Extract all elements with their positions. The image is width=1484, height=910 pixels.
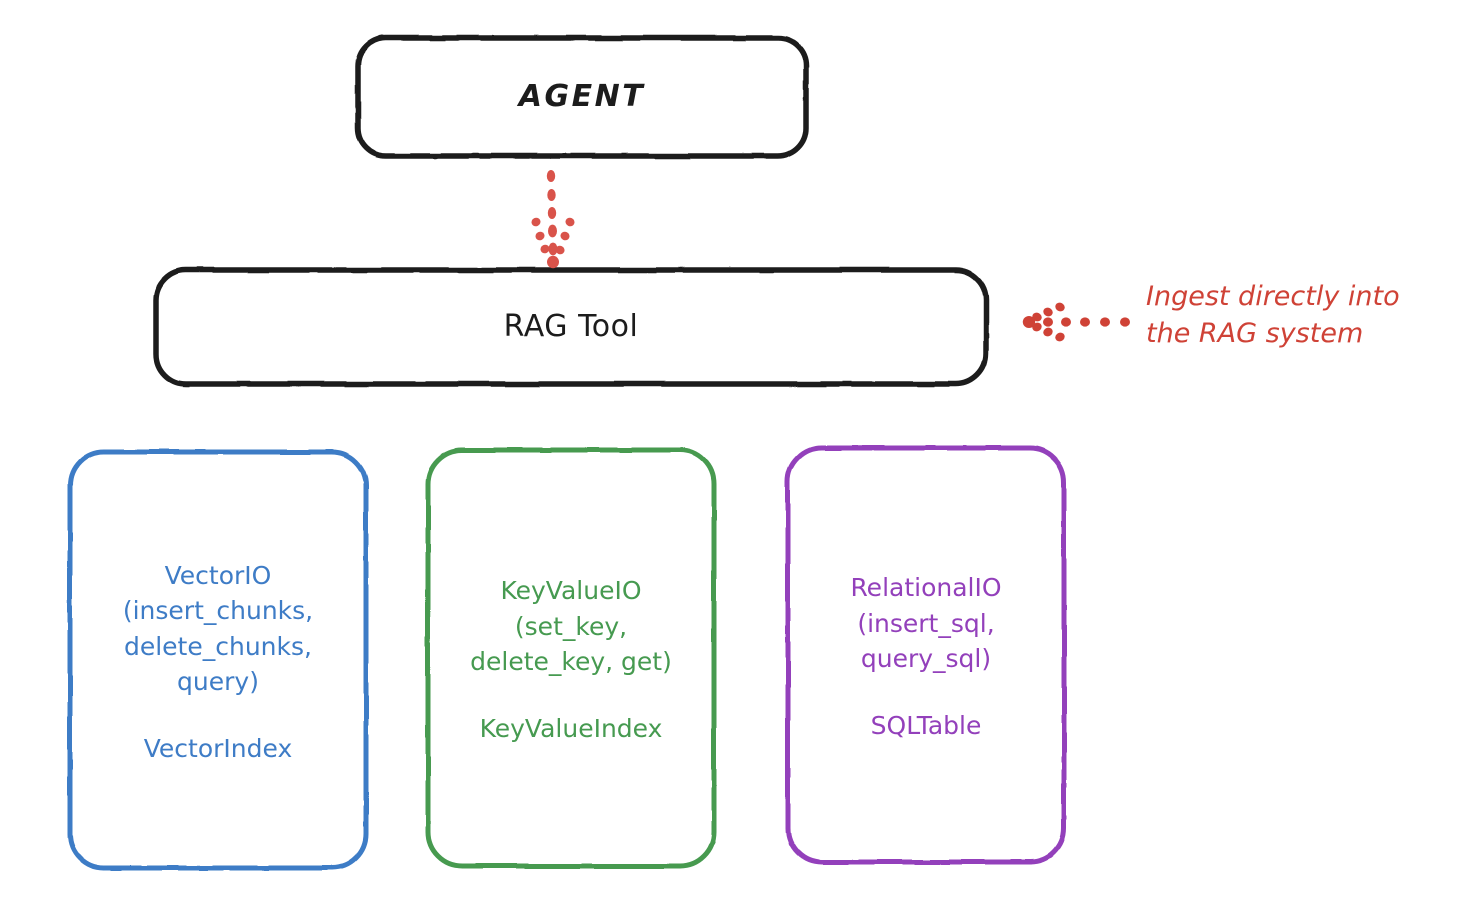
node-rag-tool[interactable]: RAG Tool — [156, 270, 986, 384]
node-relational-io-label: RelationalIO (insert_sql, query_sql) — [850, 573, 1002, 674]
node-key-value-io-sublabel: KeyValueIndex — [479, 713, 663, 743]
node-key-value-io-content: KeyValueIO (set_key, delete_key, get) Ke… — [428, 573, 714, 743]
node-key-value-io[interactable]: KeyValueIO (set_key, delete_key, get) Ke… — [428, 450, 714, 866]
node-relational-io[interactable]: RelationalIO (insert_sql, query_sql) SQL… — [788, 448, 1064, 862]
node-agent-label: AGENT — [518, 79, 646, 115]
node-relational-io-sublabel: SQLTable — [870, 710, 982, 740]
node-rag-tool-label: RAG Tool — [503, 309, 639, 345]
node-agent[interactable]: AGENT — [358, 38, 806, 156]
node-vector-io[interactable]: VectorIO (insert_chunks, delete_chunks, … — [70, 452, 366, 868]
node-vector-io-sublabel: VectorIndex — [143, 733, 293, 763]
ingest-annotation-arrow — [1022, 302, 1130, 342]
agent-to-rag-tool-arrow — [531, 170, 575, 269]
node-key-value-io-label: KeyValueIO (set_key, delete_key, get) — [470, 576, 672, 677]
node-vector-io-content: VectorIO (insert_chunks, delete_chunks, … — [70, 558, 366, 763]
node-relational-io-content: RelationalIO (insert_sql, query_sql) SQL… — [788, 570, 1064, 740]
ingest-annotation-label: Ingest directly into the RAG system — [1146, 281, 1400, 350]
node-vector-io-label: VectorIO (insert_chunks, delete_chunks, … — [122, 560, 314, 697]
